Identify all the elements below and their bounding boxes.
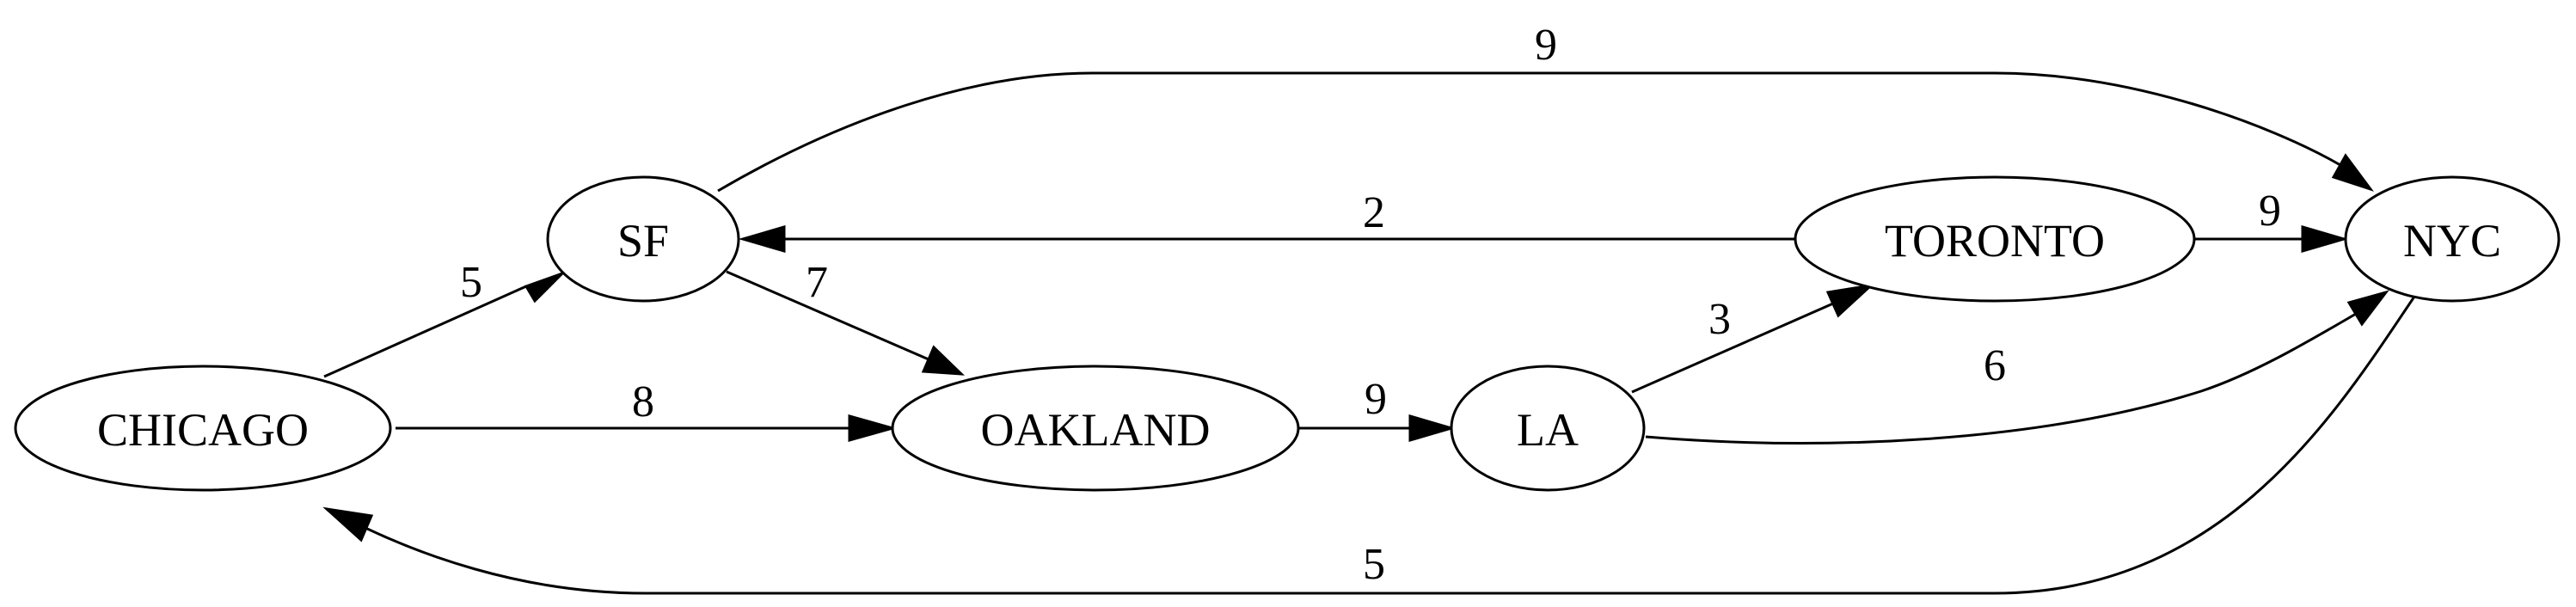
edge-weight-toronto-sf: 2 bbox=[1363, 188, 1385, 237]
edge-weight-toronto-nyc: 9 bbox=[2259, 187, 2281, 236]
edge-nyc-chicago: 5 bbox=[322, 296, 2416, 595]
edge-la-nyc: 6 bbox=[1645, 290, 2389, 445]
arrowhead bbox=[2331, 153, 2375, 192]
edge-toronto-sf: 2 bbox=[738, 188, 1795, 253]
node-nyc: NYC bbox=[2344, 175, 2561, 303]
arrowhead bbox=[2301, 225, 2349, 253]
edge-weight-chicago-sf: 5 bbox=[460, 258, 482, 307]
node-label-oakland: OAKLAND bbox=[981, 404, 1211, 456]
node-chicago: CHICAGO bbox=[14, 365, 392, 492]
arrowhead bbox=[524, 272, 564, 304]
edge-weight-nyc-chicago: 5 bbox=[1363, 540, 1385, 589]
node-label-la: LA bbox=[1517, 404, 1579, 456]
edge-la-toronto: 3 bbox=[1631, 283, 1875, 394]
edge-weight-la-toronto: 3 bbox=[1708, 295, 1731, 344]
arrowhead bbox=[322, 506, 374, 543]
edge-toronto-nyc: 9 bbox=[2194, 187, 2349, 253]
edge-sf-nyc: 9 bbox=[717, 21, 2375, 193]
node-label-toronto: TORONTO bbox=[1885, 215, 2105, 267]
arrowhead bbox=[848, 414, 898, 442]
node-toronto: TORONTO bbox=[1794, 175, 2196, 303]
edge-weight-oakland-la: 9 bbox=[1365, 375, 1387, 424]
node-oakland: OAKLAND bbox=[891, 365, 1300, 492]
edge-chicago-sf: 5 bbox=[323, 258, 564, 378]
arrowhead bbox=[2346, 290, 2389, 327]
arrowhead bbox=[1825, 283, 1875, 318]
edge-weight-la-nyc: 6 bbox=[1984, 341, 2006, 390]
edge-chicago-oakland: 8 bbox=[396, 377, 898, 442]
edge-weight-sf-nyc: 9 bbox=[1535, 21, 1557, 70]
node-label-chicago: CHICAGO bbox=[97, 404, 309, 456]
node-label-sf: SF bbox=[617, 215, 669, 267]
edge-weight-sf-oakland: 7 bbox=[806, 258, 828, 307]
edge-weight-chicago-oakland: 8 bbox=[632, 377, 654, 426]
node-sf: SF bbox=[546, 175, 740, 303]
edge-sf-oakland: 7 bbox=[726, 258, 965, 376]
arrowhead bbox=[1408, 414, 1457, 442]
edge-oakland-la: 9 bbox=[1298, 375, 1457, 442]
arrowhead bbox=[738, 225, 786, 253]
node-la: LA bbox=[1450, 365, 1646, 492]
node-label-nyc: NYC bbox=[2403, 215, 2501, 267]
arrowhead bbox=[921, 345, 965, 376]
